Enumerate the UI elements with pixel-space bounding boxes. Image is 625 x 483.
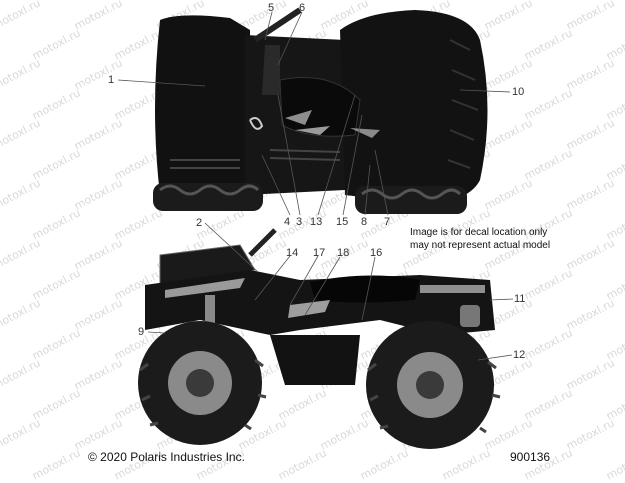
callout-15: 15 xyxy=(336,216,349,228)
callout-3: 3 xyxy=(296,216,303,228)
callout-14: 14 xyxy=(286,247,299,259)
callout-11: 11 xyxy=(514,293,526,305)
callout-9: 9 xyxy=(138,326,145,338)
note-line-1: Image is for decal location only xyxy=(410,227,548,238)
callout-8: 8 xyxy=(361,216,368,228)
side-view-atv xyxy=(138,228,501,449)
top-view-atv xyxy=(153,7,488,214)
callout-1: 1 xyxy=(108,74,115,86)
note-line-2: may not represent actual model xyxy=(410,240,551,251)
callout-5: 5 xyxy=(268,2,275,14)
callout-16: 16 xyxy=(370,247,383,259)
callout-17: 17 xyxy=(313,247,326,259)
callout-2: 2 xyxy=(196,217,203,229)
callout-4: 4 xyxy=(284,216,291,228)
vehicle-illustration xyxy=(117,7,514,449)
callout-10: 10 xyxy=(512,86,525,98)
copyright-text: © 2020 Polaris Industries Inc. xyxy=(88,450,245,464)
decal-location-note: Image is for decal location only may not… xyxy=(410,226,550,252)
callout-13: 13 xyxy=(310,216,323,228)
callout-12: 12 xyxy=(513,349,526,361)
reference-number: 900136 xyxy=(510,450,551,464)
callout-6: 6 xyxy=(299,2,306,14)
leader-lines xyxy=(117,11,514,361)
callout-18: 18 xyxy=(337,247,350,259)
callout-7: 7 xyxy=(384,216,391,228)
